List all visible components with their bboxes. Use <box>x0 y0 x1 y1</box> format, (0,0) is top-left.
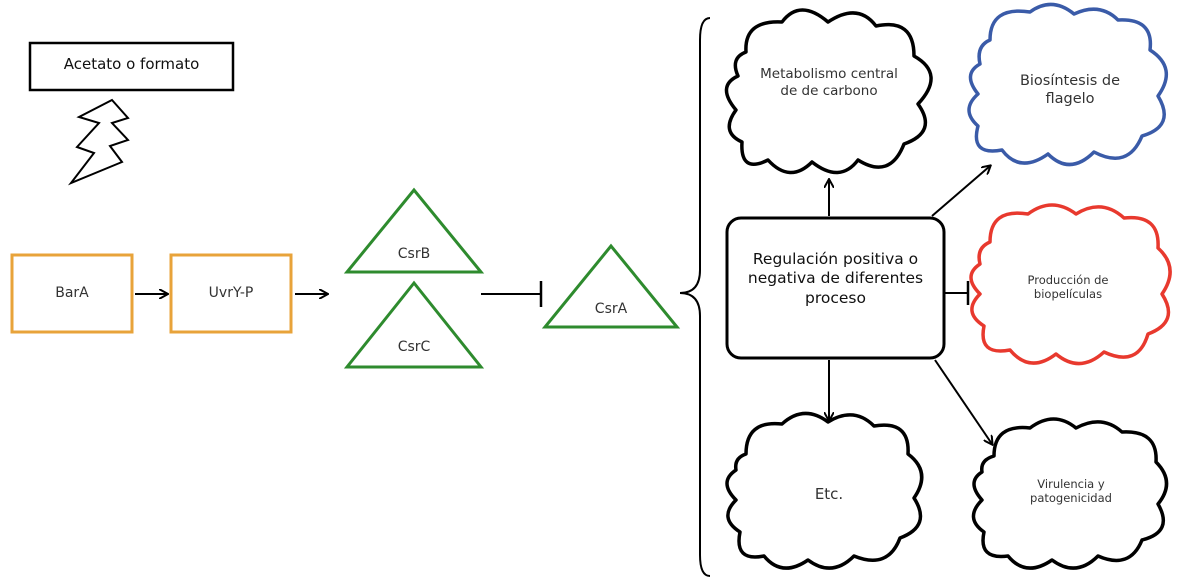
csrb-label: CsrB <box>397 246 431 262</box>
cloud-biofilm <box>969 203 1172 366</box>
cloud-virulence <box>971 417 1169 570</box>
signal-label: Acetato o formato <box>63 55 200 73</box>
hub-box <box>725 216 946 360</box>
biofilm-label: Producción de biopelículas <box>1027 273 1109 302</box>
csra-triangle <box>541 243 681 329</box>
csrb-triangle <box>343 187 485 274</box>
uvry-box <box>169 253 293 334</box>
bara-box <box>10 253 134 334</box>
flagellum-label: Biosíntesis de flagelo <box>1019 73 1121 108</box>
uvry-label: UvrY-P <box>208 285 254 301</box>
arrow-hub-flagellum <box>931 166 990 217</box>
bara-label: BarA <box>55 285 89 301</box>
csrc-label: CsrC <box>397 339 431 355</box>
metabolism-label: Metabolismo central de de carbono <box>760 66 898 99</box>
cloud-flagellum <box>967 2 1168 167</box>
arrow-hub-virulence <box>934 359 992 444</box>
curly-brace <box>679 17 711 577</box>
etc-label: Etc. <box>814 485 844 503</box>
lightning-bolt-icon <box>67 98 130 186</box>
virulence-label: Virulencia y patogenicidad <box>1030 477 1112 506</box>
csra-label: CsrA <box>594 301 628 317</box>
hub-label: Regulación positiva o negativa de difere… <box>747 250 924 307</box>
signal-box <box>28 41 235 92</box>
csrc-triangle <box>343 280 485 369</box>
cloud-metabolism <box>724 8 933 175</box>
